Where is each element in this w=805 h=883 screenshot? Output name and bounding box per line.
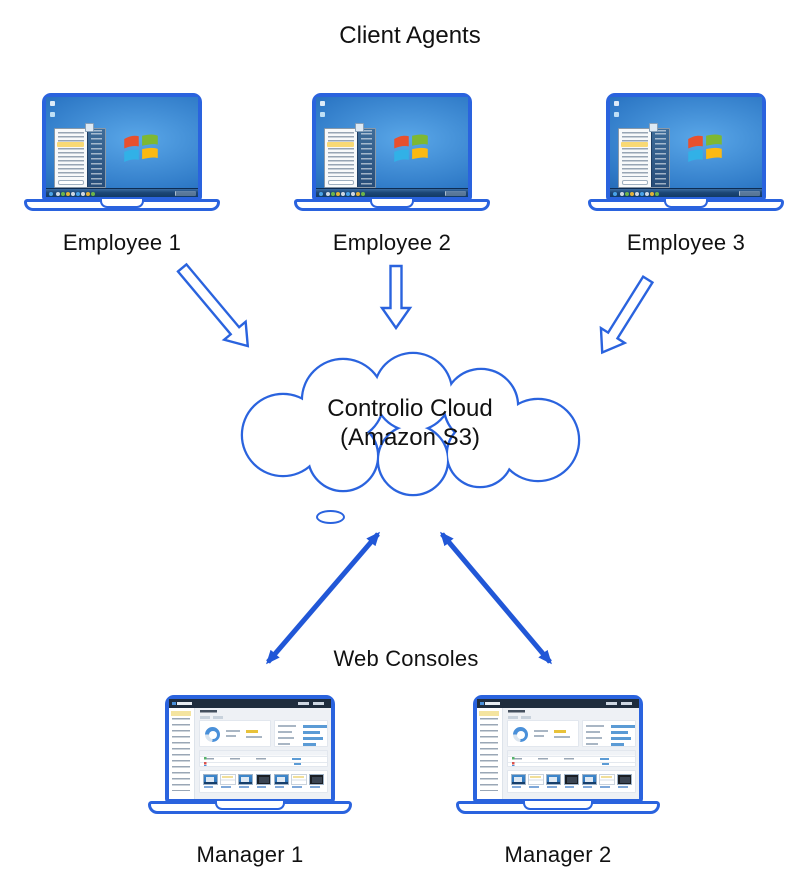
windows-desktop-screen: [315, 96, 469, 198]
start-menu-search-box: [622, 179, 648, 185]
screenshot-thumbnail: [202, 773, 218, 788]
screenshot-thumbnail: [273, 773, 289, 788]
screenshot-thumbnail: [617, 773, 633, 788]
cloud-label: Controlio Cloud (Amazon S3): [238, 394, 582, 452]
laptop-icon: [473, 695, 643, 803]
screenshot-thumbnail: [510, 773, 526, 788]
screenshot-thumbnail: [291, 773, 307, 788]
taskbar: [316, 188, 468, 197]
dashboard-stats-card: [274, 720, 328, 747]
start-menu: [54, 123, 106, 188]
windows-logo-icon: [394, 134, 428, 162]
windows-logo-icon: [124, 134, 158, 162]
user-avatar-icon: [355, 123, 364, 132]
dashboard-topbar: [169, 699, 331, 708]
employee-3-label: Employee 3: [626, 230, 746, 255]
dashboard-title-row: [507, 710, 636, 720]
dashboard-table-card: [507, 750, 636, 767]
screenshot-thumbnail: [581, 773, 597, 788]
employee-3-laptop: [588, 93, 784, 211]
dashboard-title-row: [199, 710, 328, 720]
dashboard-screenshots-row: [507, 770, 636, 793]
windows-desktop-screen: [45, 96, 199, 198]
web-consoles-label: Web Consoles: [333, 646, 479, 671]
user-avatar-icon: [649, 123, 658, 132]
dashboard-stats-card: [582, 720, 636, 747]
start-menu: [618, 123, 670, 188]
start-menu-highlight: [621, 142, 648, 147]
donut-chart-icon: [205, 727, 220, 742]
block-arrow-down-icon: [599, 274, 655, 355]
employee-1-laptop: [24, 93, 220, 211]
screenshot-thumbnail: [255, 773, 272, 788]
dashboard-main: [196, 708, 331, 799]
cloud-icon: [240, 351, 581, 497]
manager-2-laptop: [456, 695, 660, 814]
desktop-icons: [50, 101, 55, 106]
windows-desktop-screen: [609, 96, 763, 198]
cloud-label-line2: (Amazon S3): [339, 424, 481, 451]
laptop-base: [294, 199, 490, 211]
taskbar: [46, 188, 198, 197]
dashboard-donut-card: [507, 720, 580, 747]
manager-2-label: Manager 2: [504, 842, 612, 867]
start-menu-search-box: [58, 179, 84, 185]
laptop-icon: [606, 93, 766, 201]
taskbar: [610, 188, 762, 197]
employee-2-laptop: [294, 93, 490, 211]
screenshot-thumbnail: [238, 773, 254, 788]
start-menu-highlight: [327, 142, 354, 147]
desktop-icons: [614, 101, 619, 106]
screenshot-thumbnail: [599, 773, 615, 788]
laptop-base: [148, 801, 352, 814]
dashboard-cards-row: [507, 720, 636, 747]
desktop-icons: [320, 101, 325, 106]
cloud-label-line1: Controlio Cloud: [327, 395, 493, 422]
screenshot-thumbnail: [309, 773, 325, 788]
double-headed-arrow-icon: [266, 531, 380, 665]
laptop-base: [588, 199, 784, 211]
laptop-base: [456, 801, 660, 814]
controlio-cloud-node: Controlio Cloud (Amazon S3): [238, 350, 582, 502]
employee-1-label: Employee 1: [62, 230, 182, 255]
web-console-dashboard-screen: [168, 698, 332, 800]
laptop-icon: [165, 695, 335, 803]
laptop-base: [24, 199, 220, 211]
donut-chart-icon: [513, 727, 528, 742]
block-arrow-down-icon: [379, 264, 413, 331]
dashboard-sidebar: [477, 708, 503, 799]
dashboard-sidebar: [169, 708, 195, 799]
windows-logo-icon: [688, 134, 722, 162]
laptop-icon: [42, 93, 202, 201]
web-console-dashboard-screen: [476, 698, 640, 800]
dashboard-topbar: [477, 699, 639, 708]
manager-1-label: Manager 1: [196, 842, 304, 867]
screenshot-thumbnail: [563, 773, 580, 788]
screenshot-thumbnail: [546, 773, 562, 788]
dashboard-main: [504, 708, 639, 799]
laptop-icon: [312, 93, 472, 201]
start-menu: [324, 123, 376, 188]
dashboard-screenshots-row: [199, 770, 328, 793]
client-agents-title: Client Agents: [339, 22, 481, 49]
block-arrow-down-icon: [176, 262, 250, 348]
employee-2-label: Employee 2: [332, 230, 452, 255]
manager-1-laptop: [148, 695, 352, 814]
thought-bubble-dot-icon: [316, 510, 345, 524]
double-headed-arrow-icon: [440, 531, 552, 665]
dashboard-cards-row: [199, 720, 328, 747]
dashboard-table-card: [199, 750, 328, 767]
start-menu-search-box: [328, 179, 354, 185]
user-avatar-icon: [85, 123, 94, 132]
double-headed-arrow-icons: [266, 531, 552, 665]
dashboard-donut-card: [199, 720, 272, 747]
start-menu-highlight: [57, 142, 84, 147]
screenshot-thumbnail: [220, 773, 236, 788]
screenshot-thumbnail: [528, 773, 544, 788]
